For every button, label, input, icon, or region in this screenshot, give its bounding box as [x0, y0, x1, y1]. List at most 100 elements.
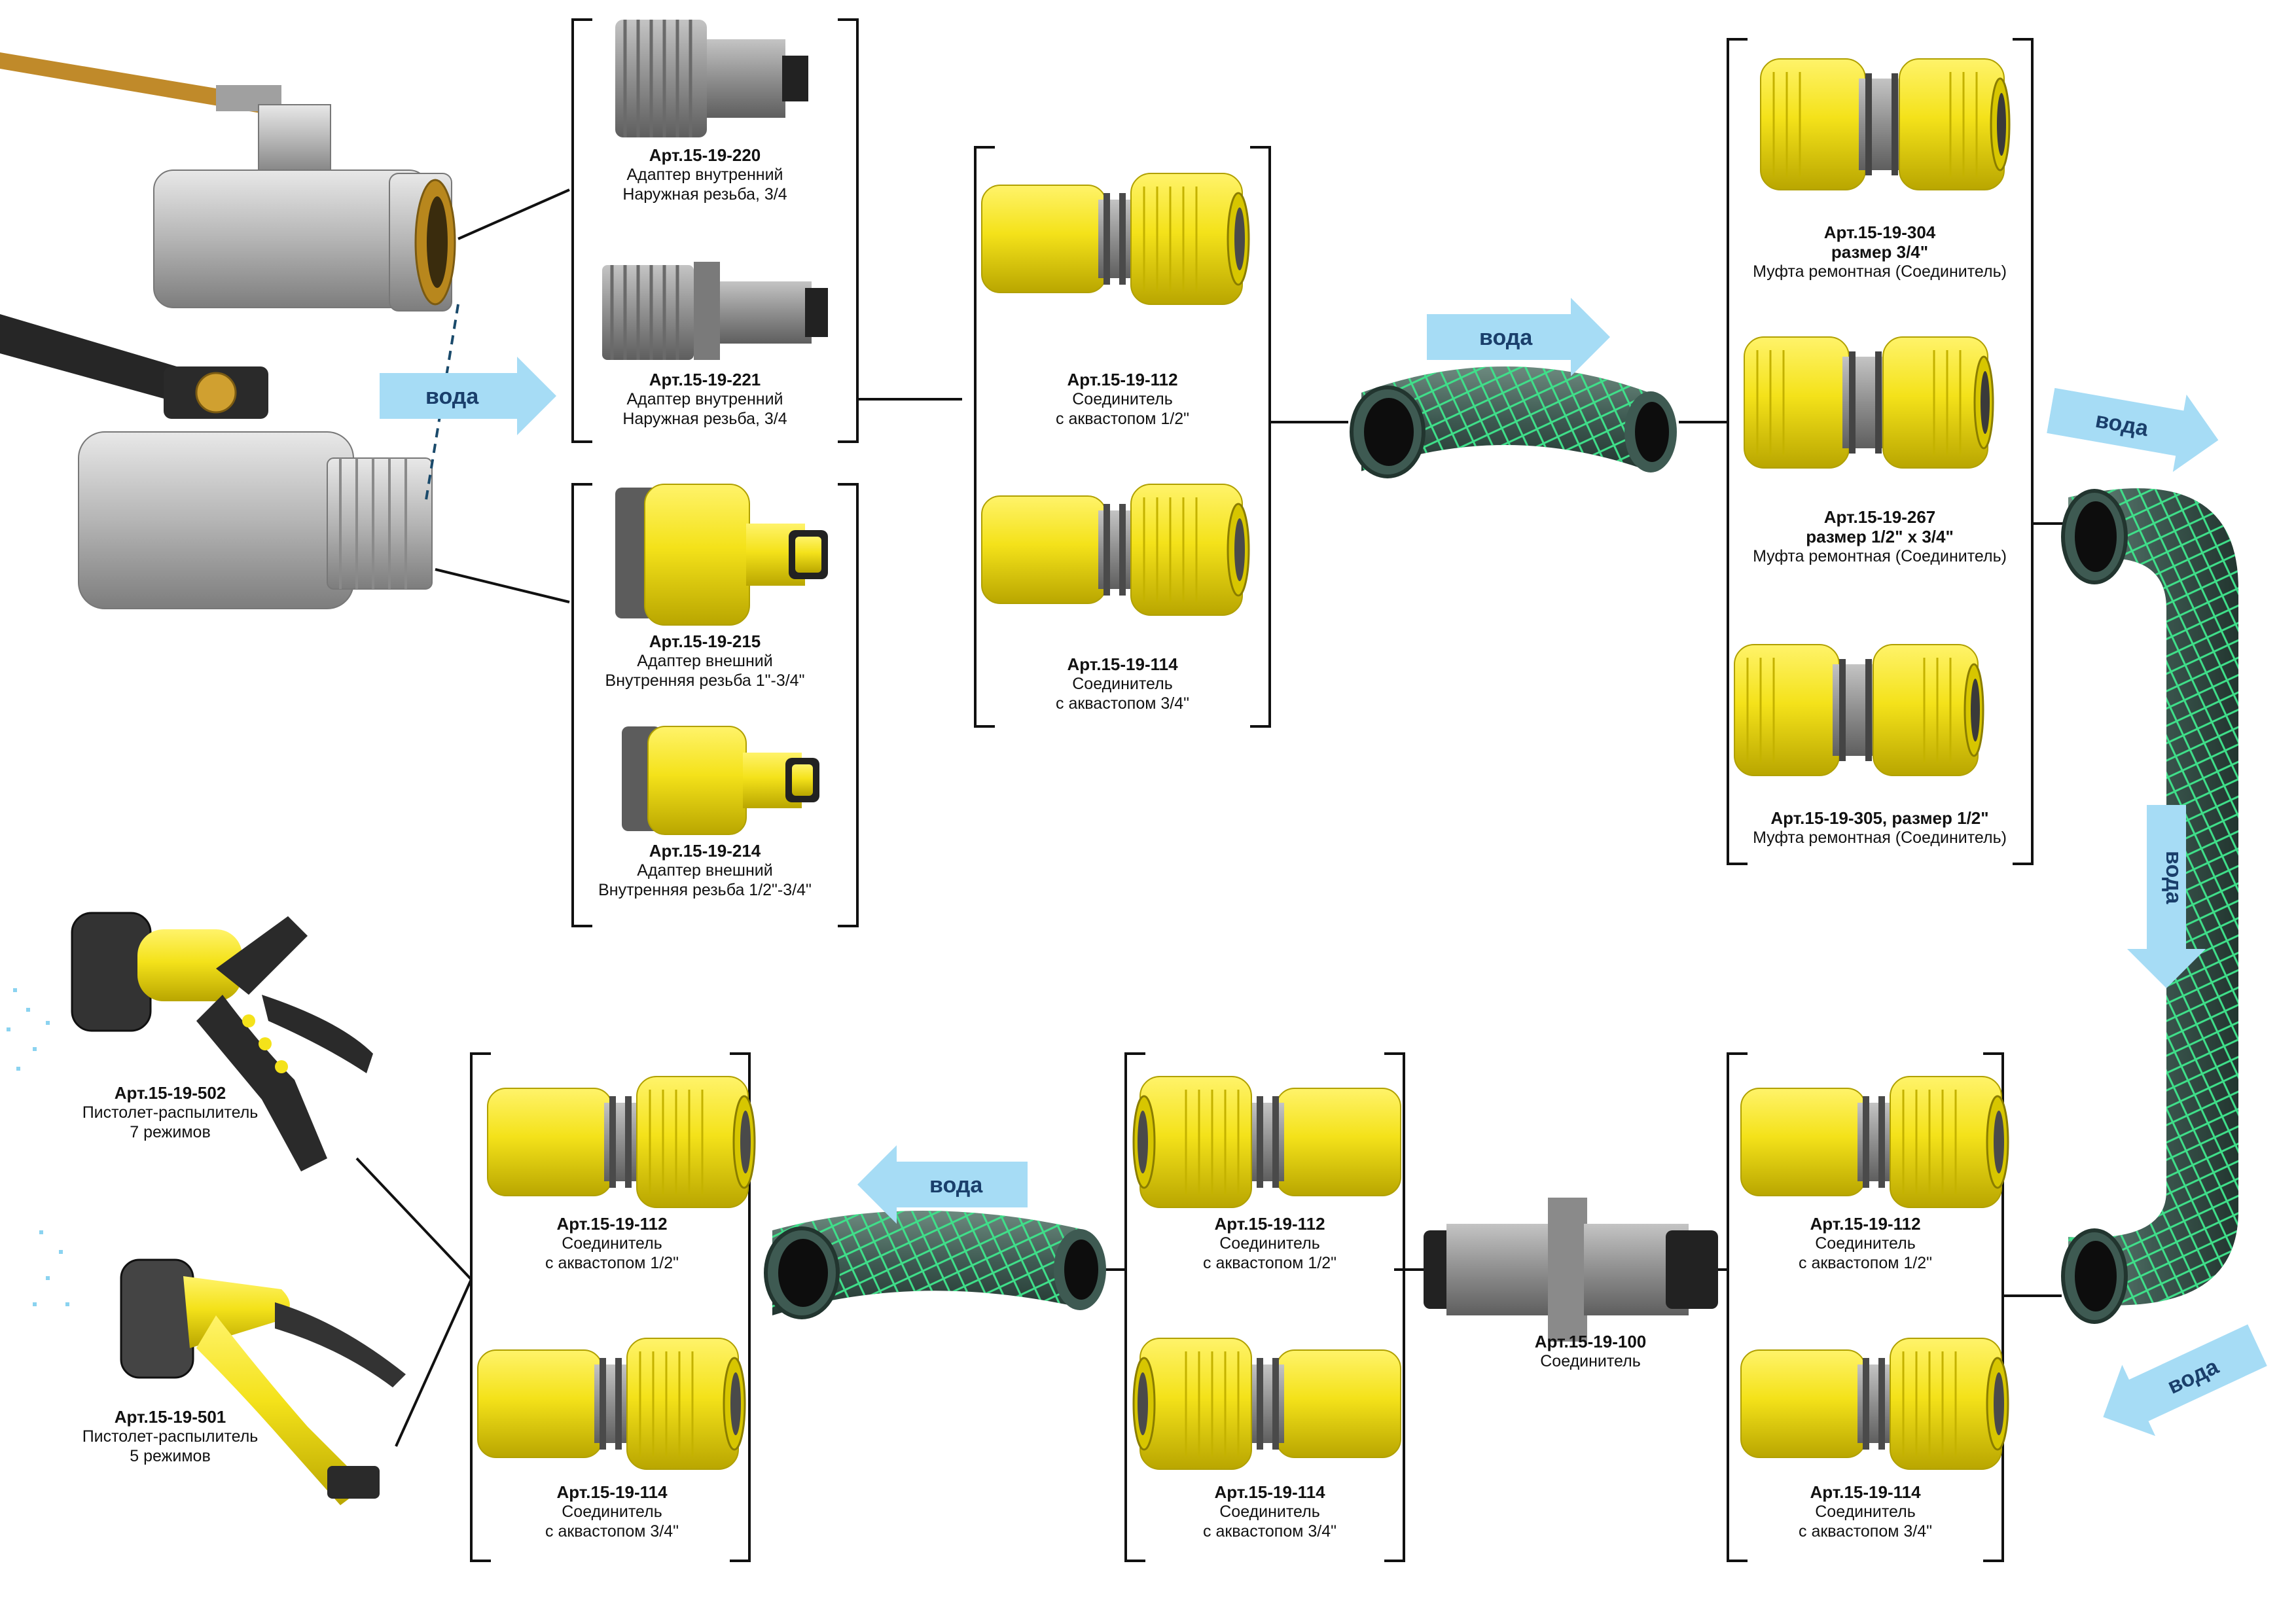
flow-label-4: вода: [2161, 851, 2186, 904]
connector-114-left-image: [476, 1337, 746, 1471]
art-221: Арт.15-19-221: [649, 370, 761, 389]
label-220: Арт.15-19-220 Адаптер внутренний Наружна…: [522, 145, 888, 204]
adapter-220-image: [615, 20, 808, 137]
adapter-214-image: [622, 726, 819, 835]
label-100: Арт.15-19-100 Соединитель: [1407, 1332, 1774, 1371]
label-221: Арт.15-19-221 Адаптер внутренний Наружна…: [522, 370, 888, 429]
label-114-left: Арт.15-19-114 Соединитель с аквастопом 3…: [429, 1482, 795, 1541]
desc-221-line1: Адаптер внутренний: [626, 390, 783, 408]
desc-114-left-line1: Соединитель: [562, 1503, 662, 1521]
desc-220-line1: Адаптер внутренний: [626, 166, 783, 184]
flow-arrow-6: вода: [857, 1145, 1028, 1224]
desc-112-mid-line1: Соединитель: [1219, 1234, 1320, 1253]
art-304: Арт.15-19-304: [1823, 223, 1936, 242]
desc-112-left-line2: с аквастопом 1/2": [545, 1254, 679, 1272]
hose-u-bend-image: [2061, 488, 2238, 1324]
art-214: Арт.15-19-214: [649, 841, 761, 861]
desc-112-top-line1: Соединитель: [1072, 390, 1173, 408]
art-215: Арт.15-19-215: [649, 632, 761, 651]
flow-arrows: вода вода вода вода вода вода: [380, 298, 2267, 1436]
hose-segment-1-image: [1350, 366, 1677, 478]
connector-112-right-image: [1740, 1075, 2009, 1209]
desc-112-top-line2: с аквастопом 1/2": [1056, 410, 1189, 428]
label-114-right: Арт.15-19-114 Соединитель с аквастопом 3…: [1682, 1482, 2049, 1541]
connector-114-mid-image: [1132, 1337, 1402, 1471]
connector-112-mid-image: [1132, 1075, 1402, 1209]
label-112-top: Арт.15-19-112 Соединитель с аквастопом 1…: [939, 370, 1306, 429]
label-501: Арт.15-19-501 Пистолет-распылитель 5 реж…: [0, 1407, 353, 1466]
flow-arrow-4: вода: [2127, 805, 2206, 988]
desc-501-line2: 5 режимов: [130, 1447, 211, 1465]
flow-arrow-3: вода: [2047, 387, 2219, 473]
desc-502-line2: 7 режимов: [130, 1123, 211, 1141]
desc-114-mid-line1: Соединитель: [1219, 1503, 1320, 1521]
label-112-right: Арт.15-19-112 Соединитель с аквастопом 1…: [1682, 1214, 2049, 1273]
size-304: размер 3/4": [1831, 242, 1929, 262]
label-304: Арт.15-19-304 размер 3/4" Муфта ремонтна…: [1696, 223, 2063, 281]
desc-501-line1: Пистолет-распылитель: [82, 1427, 259, 1446]
desc-100: Соединитель: [1540, 1352, 1641, 1370]
label-502: Арт.15-19-502 Пистолет-распылитель 7 реж…: [0, 1083, 353, 1142]
flow-arrow-1: вода: [380, 357, 556, 435]
desc-267: Муфта ремонтная (Соединитель): [1753, 547, 2007, 565]
art-305: Арт.15-19-305, размер 1/2": [1770, 808, 1989, 828]
connector-114-right-image: [1740, 1337, 2009, 1471]
art-114-right: Арт.15-19-114: [1810, 1482, 1921, 1502]
desc-112-right-line1: Соединитель: [1815, 1234, 1916, 1253]
label-112-mid: Арт.15-19-112 Соединитель с аквастопом 1…: [1086, 1214, 1453, 1273]
desc-114-top-line2: с аквастопом 3/4": [1056, 694, 1189, 713]
connector-114-image: [980, 483, 1250, 616]
label-215: Арт.15-19-215 Адаптер внешний Внутренняя…: [522, 632, 888, 690]
art-220: Арт.15-19-220: [649, 145, 761, 165]
label-112-left: Арт.15-19-112 Соединитель с аквастопом 1…: [429, 1214, 795, 1273]
connection-lines: [355, 188, 2065, 1447]
desc-112-left-line1: Соединитель: [562, 1234, 662, 1253]
connector-112-left-image: [486, 1075, 756, 1209]
desc-112-right-line2: с аквастопом 1/2": [1799, 1254, 1932, 1272]
label-305: Арт.15-19-305, размер 1/2" Муфта ремонтн…: [1696, 808, 2063, 847]
art-114-top: Арт.15-19-114: [1067, 654, 1178, 674]
connector-100-image: [1424, 1198, 1718, 1342]
desc-114-top-line1: Соединитель: [1072, 675, 1173, 693]
desc-215-line2: Внутренняя резьба 1"-3/4": [605, 671, 805, 690]
desc-114-left-line2: с аквастопом 3/4": [545, 1522, 679, 1541]
desc-114-mid-line2: с аквастопом 3/4": [1203, 1522, 1336, 1541]
size-267: размер 1/2" x 3/4": [1806, 527, 1954, 546]
art-112-mid: Арт.15-19-112: [1214, 1214, 1325, 1234]
coupling-304-image: [1759, 58, 2011, 191]
flow-label-1: вода: [425, 384, 479, 409]
adapter-221-image: [602, 262, 828, 360]
desc-214-line1: Адаптер внешний: [637, 861, 773, 880]
coupling-305-image: [1733, 643, 1984, 777]
group-brackets: [470, 18, 2034, 1562]
desc-220-line2: Наружная резьба, 3/4: [622, 185, 787, 204]
art-112-right: Арт.15-19-112: [1810, 1214, 1921, 1234]
desc-305: Муфта ремонтная (Соединитель): [1753, 829, 2007, 847]
desc-502-line1: Пистолет-распылитель: [82, 1103, 259, 1122]
desc-221-line2: Наружная резьба, 3/4: [622, 410, 787, 428]
desc-114-right-line2: с аквастопом 3/4": [1799, 1522, 1932, 1541]
art-501: Арт.15-19-501: [114, 1407, 226, 1427]
art-100: Арт.15-19-100: [1534, 1332, 1647, 1351]
adapter-215-image: [615, 484, 828, 626]
label-114-mid: Арт.15-19-114 Соединитель с аквастопом 3…: [1086, 1482, 1453, 1541]
art-112-left: Арт.15-19-112: [556, 1214, 668, 1234]
connector-112-image: [980, 172, 1250, 306]
label-214: Арт.15-19-214 Адаптер внешний Внутренняя…: [522, 841, 888, 900]
art-114-mid: Арт.15-19-114: [1214, 1482, 1325, 1502]
desc-215-line1: Адаптер внешний: [637, 652, 773, 670]
ball-valve-upper-image: [0, 52, 456, 312]
flow-arrow-2: вода: [1427, 298, 1610, 376]
label-114-top: Арт.15-19-114 Соединитель с аквастопом 3…: [939, 654, 1306, 713]
label-267: Арт.15-19-267 размер 1/2" x 3/4" Муфта р…: [1696, 507, 2063, 566]
art-267: Арт.15-19-267: [1823, 507, 1936, 527]
desc-304: Муфта ремонтная (Соединитель): [1753, 262, 2007, 281]
art-502: Арт.15-19-502: [114, 1083, 226, 1103]
coupling-267-image: [1743, 336, 1994, 469]
flow-label-6: вода: [929, 1173, 983, 1198]
art-112-top: Арт.15-19-112: [1067, 370, 1178, 389]
desc-112-mid-line2: с аквастопом 1/2": [1203, 1254, 1336, 1272]
flow-label-2: вода: [1479, 325, 1533, 350]
